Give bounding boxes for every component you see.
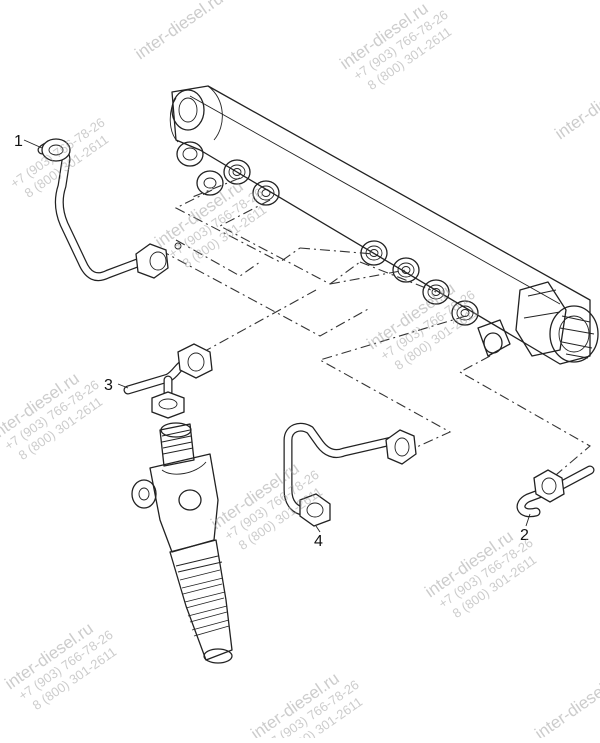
injection-pipe-3	[123, 343, 213, 419]
callout-1: 1	[14, 133, 23, 150]
common-rail	[169, 85, 599, 365]
watermark-site: inter-diesel.ru	[131, 0, 226, 63]
pipe-3-nut-lower	[151, 391, 185, 419]
injection-pipe-2	[516, 465, 595, 518]
rail-port-1	[176, 141, 204, 167]
pipe-4-nut-lower	[299, 493, 331, 527]
callouts: 1 3 4 2	[14, 133, 531, 550]
rail-port-2	[196, 170, 224, 196]
rail-outlet-4	[392, 257, 420, 283]
pipe-1-nut	[135, 243, 169, 279]
rail-outlet-5	[422, 279, 450, 305]
callout-3: 3	[104, 377, 113, 394]
pressure-sensor	[515, 281, 599, 363]
assembly-lines	[159, 177, 591, 481]
callout-2: 2	[520, 527, 529, 544]
pipe-3-nut-upper	[177, 343, 213, 379]
callout-4: 4	[314, 533, 323, 550]
rail-outlet-6	[451, 300, 479, 326]
injection-pipe-4	[283, 422, 417, 527]
pipe-2-nut	[533, 469, 565, 503]
injection-pipe-1	[37, 138, 182, 282]
pipe-4-nut-upper	[385, 429, 417, 465]
rail-outlet-2	[252, 180, 280, 206]
watermark-site: inter-diesel.ru	[551, 69, 600, 144]
watermark-site: inter-diesel.ru	[531, 669, 600, 738]
fuel-injector	[131, 422, 233, 664]
